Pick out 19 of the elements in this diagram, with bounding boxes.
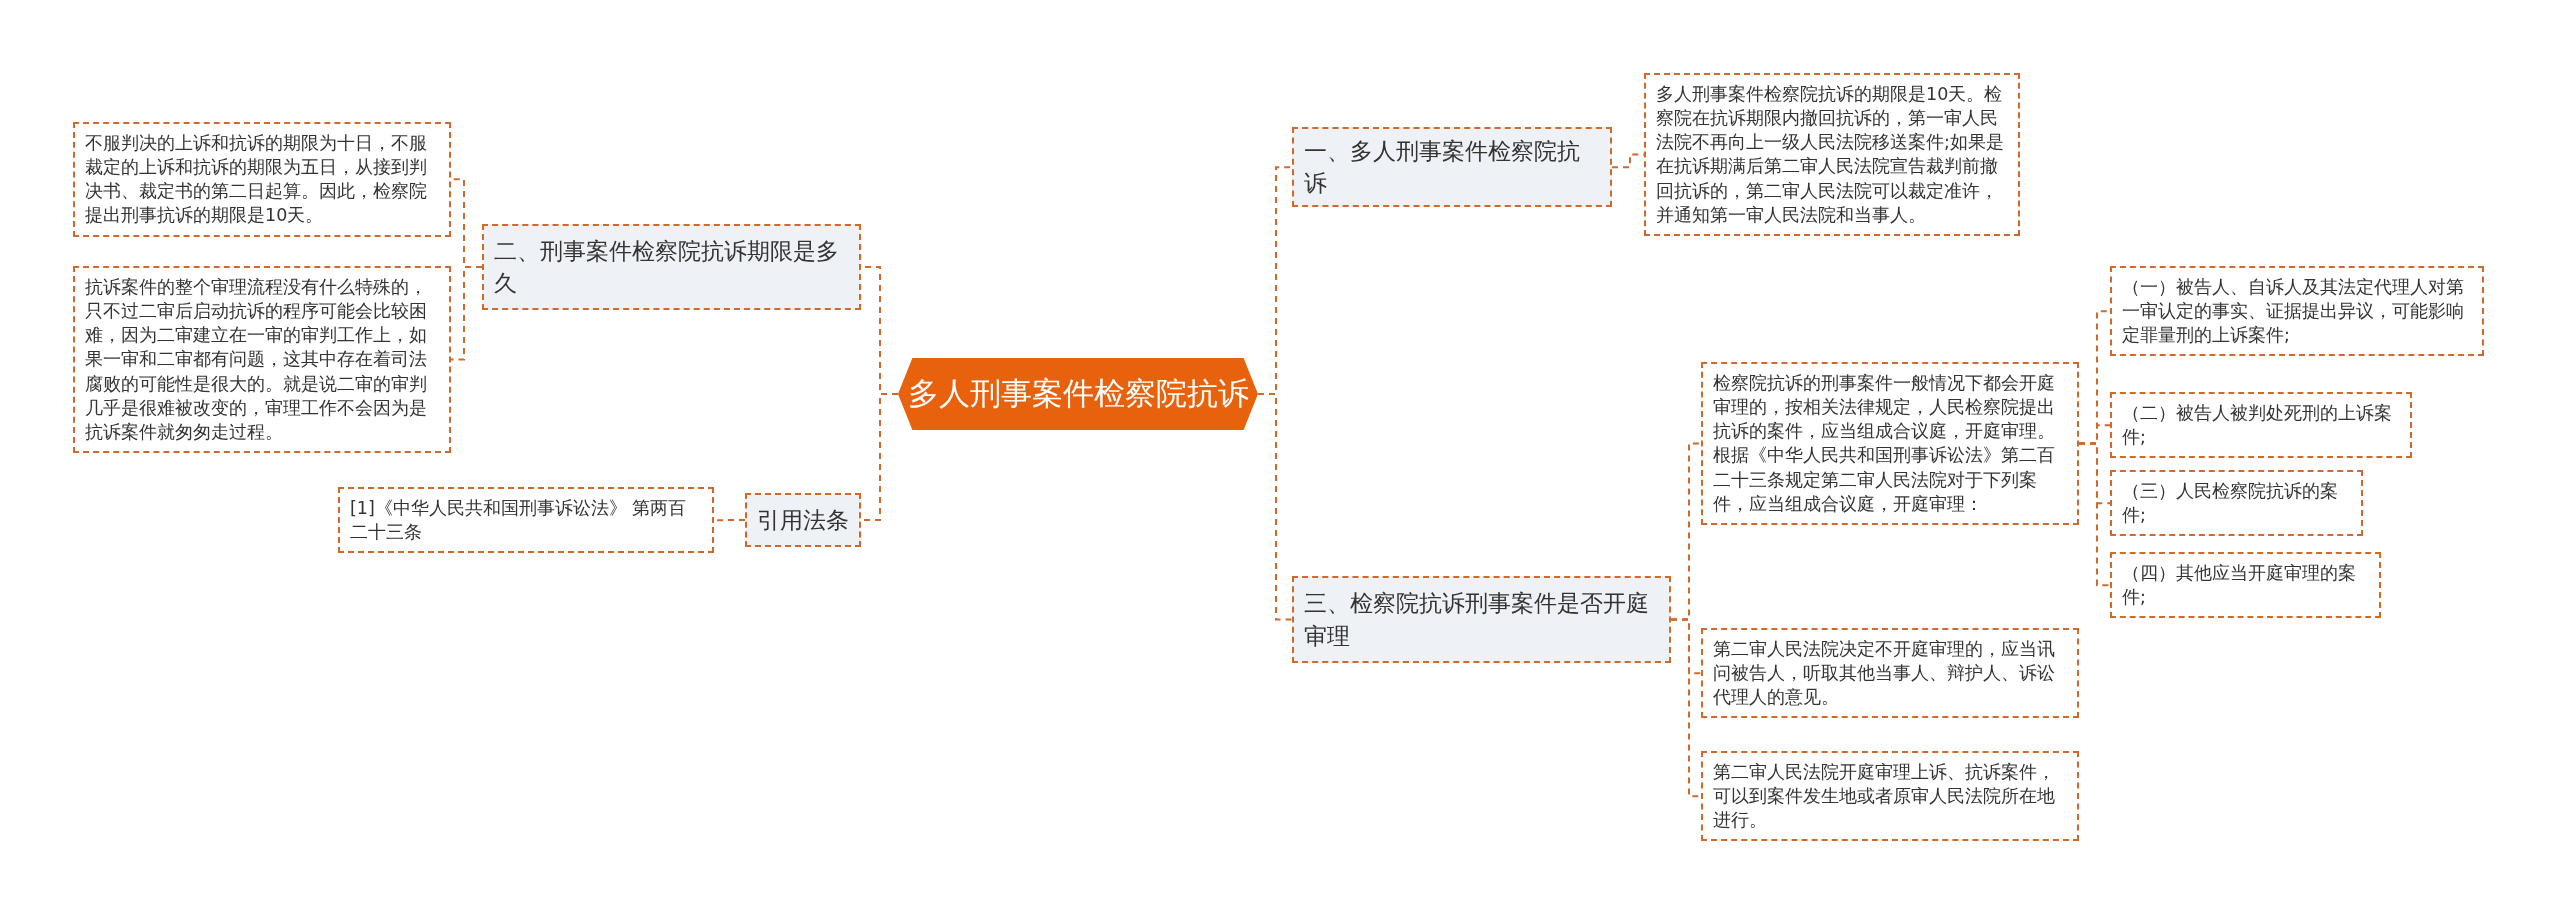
note-box: （四）其他应当开庭审理的案件; (2110, 552, 2381, 619)
topic-box: 引用法条 (745, 493, 861, 547)
central-topic: 多人刑事案件检察院抗诉 (898, 358, 1258, 430)
topic-box: 二、刑事案件检察院抗诉期限是多久 (482, 224, 861, 310)
note-box: 检察院抗诉的刑事案件一般情况下都会开庭审理的，按相关法律规定，人民检察院提出抗诉的案件，应当组成合议庭，开庭审理。根据《中华人民共和国刑事诉讼法》第二百二十三条规定第二审人民法院对于下列案件，应当组成合议庭，开庭审理： (1701, 362, 2079, 525)
connector-line (1257, 393, 1293, 621)
note-box: 第二审人民法院开庭审理上诉、抗诉案件，可以到案件发生地或者原审人民法院所在地进行。 (1701, 751, 2079, 842)
note-box: [1]《中华人民共和国刑事诉讼法》 第两百二十三条 (338, 487, 714, 554)
connector-line (450, 266, 483, 361)
connector-line (2078, 442, 2111, 587)
topic-box: 三、检察院抗诉刑事案件是否开庭审理 (1292, 576, 1671, 663)
note-box: 第二审人民法院决定不开庭审理的，应当讯问被告人，听取其他当事人、辩护人、诉讼代理人的意见。 (1701, 628, 2079, 719)
note-box: 抗诉案件的整个审理流程没有什么特殊的，只不过二审后启动抗诉的程序可能会比较困难，因为二审建立在一审的审判工作上，如果一审和二审都有问题，这其中存在着司法腐败的可能性是很大的。就是说二审的审判几乎是很难被改变的，审理工作不会因为是抗诉案件就匆匆走过程。 (73, 266, 451, 453)
note-box: 不服判决的上诉和抗诉的期限为十日，不服裁定的上诉和抗诉的期限为五日，从接到判决书、裁定书的第二日起算。因此，检察院提出刑事抗诉的期限是10天。 (73, 122, 451, 237)
note-box: 多人刑事案件检察院抗诉的期限是10天。检察院在抗诉期限内撤回抗诉的，第一审人民法院不再向上一级人民法院移送案件;如果是在抗诉期满后第二审人民法院宣告裁判前撤回抗诉的，第二审人民法院可以裁定准许，并通知第一审人民法院和当事人。 (1644, 73, 2020, 236)
topic-box: 一、多人刑事案件检察院抗诉 (1292, 127, 1612, 208)
note-box: （三）人民检察院抗诉的案件; (2110, 470, 2363, 537)
note-box: （二）被告人被判处死刑的上诉案件; (2110, 392, 2412, 459)
note-box: （一）被告人、自诉人及其法定代理人对第一审认定的事实、证据提出异议，可能影响定罪量刑的上诉案件; (2110, 266, 2484, 357)
